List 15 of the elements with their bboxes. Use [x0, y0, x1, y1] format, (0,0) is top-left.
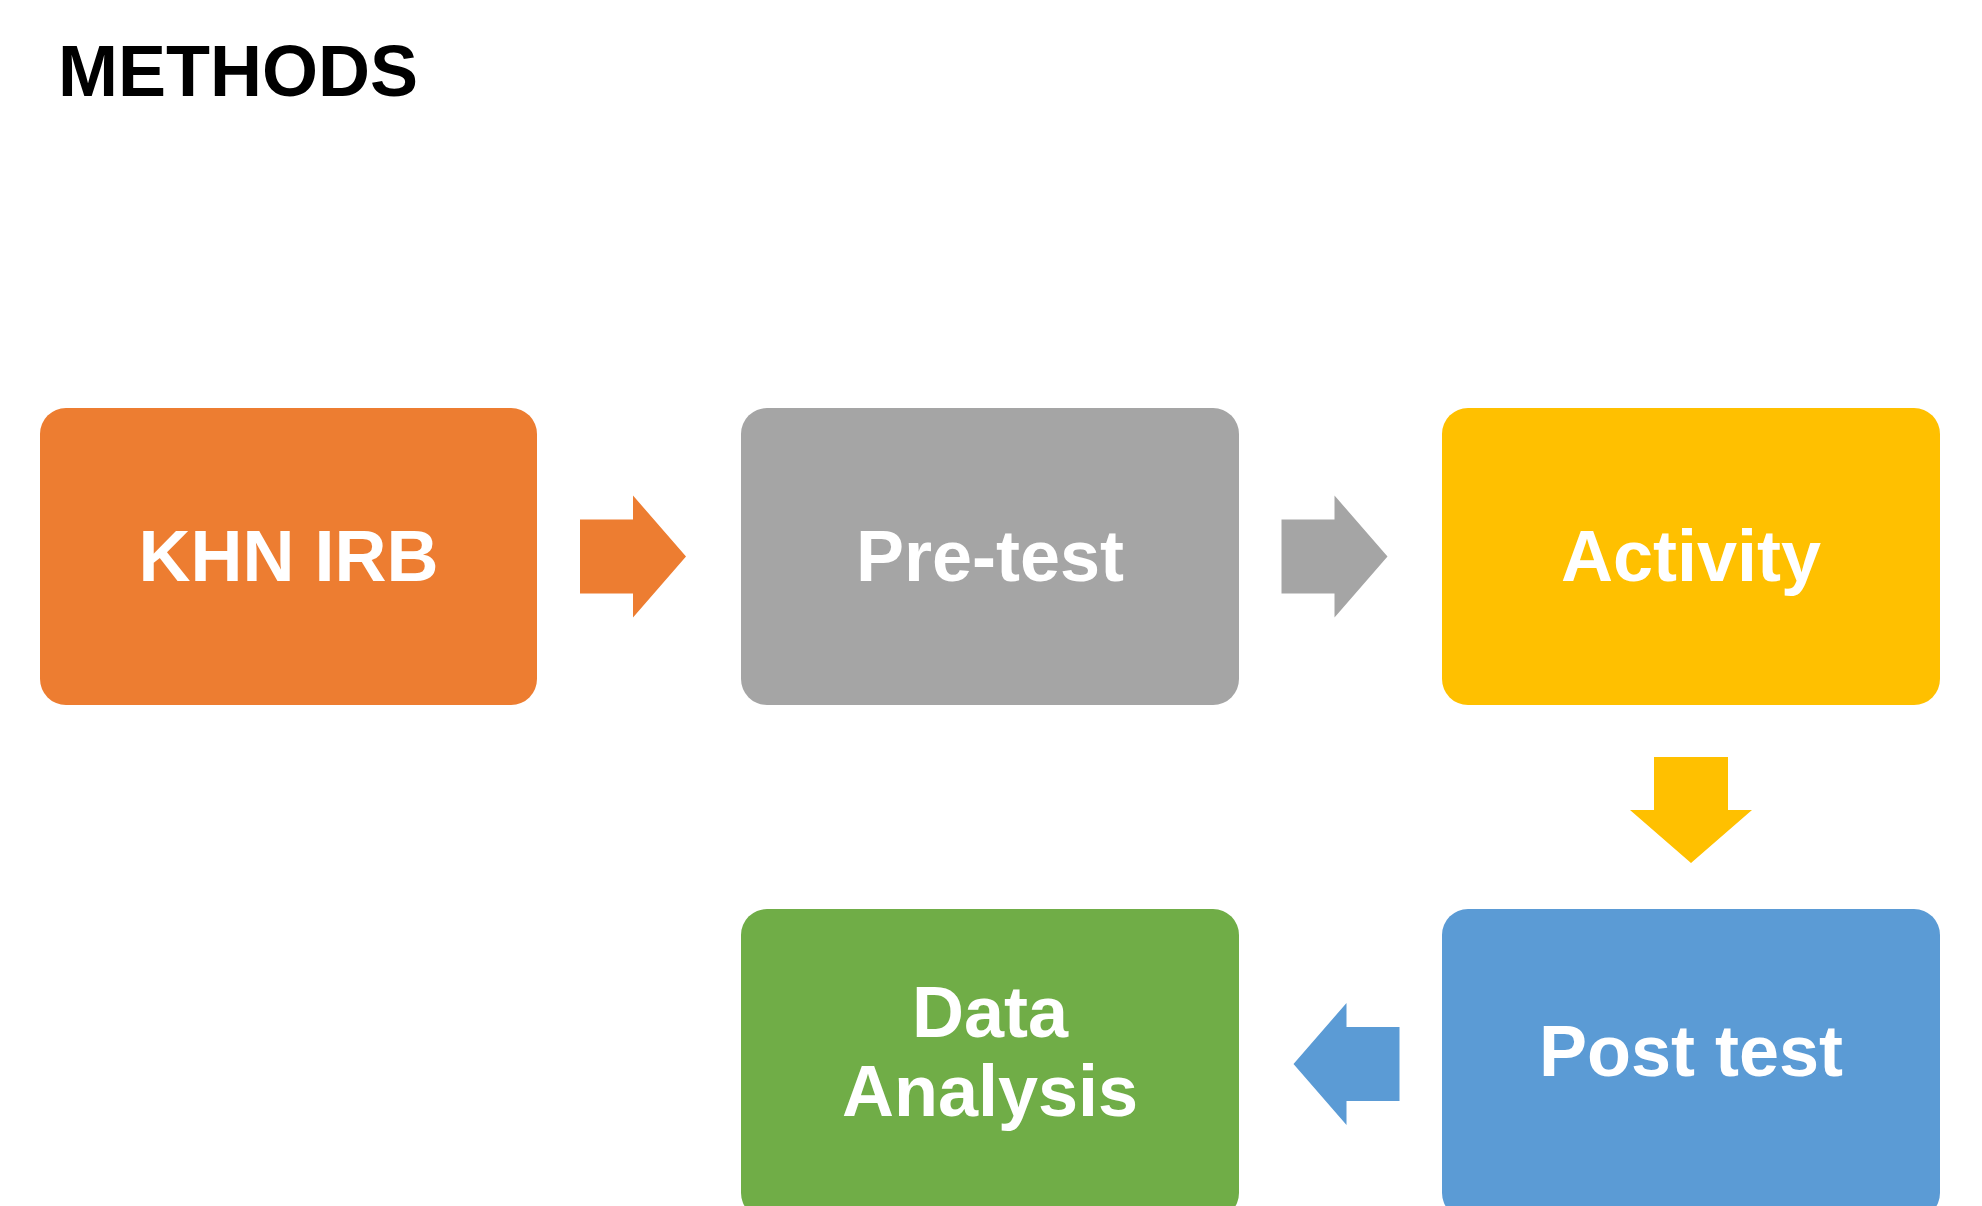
process-box: [741, 909, 1239, 1206]
block-arrow: [580, 495, 686, 618]
process-box: [1442, 408, 1940, 705]
box-label: Activity: [1560, 516, 1822, 597]
title: METHODS: [58, 30, 418, 112]
box-label: Data Analysis: [840, 972, 1140, 1132]
process-box: [1442, 909, 1940, 1206]
process-box: [741, 408, 1239, 705]
box-label: Pre-test: [855, 516, 1125, 597]
box-label: Post test: [1538, 1012, 1844, 1092]
box-label: KHN IRB: [138, 516, 439, 597]
block-arrow: [1281, 495, 1388, 618]
block-arrow: [1630, 757, 1752, 863]
block-arrow: [1293, 1003, 1400, 1125]
process-box: [40, 408, 537, 705]
